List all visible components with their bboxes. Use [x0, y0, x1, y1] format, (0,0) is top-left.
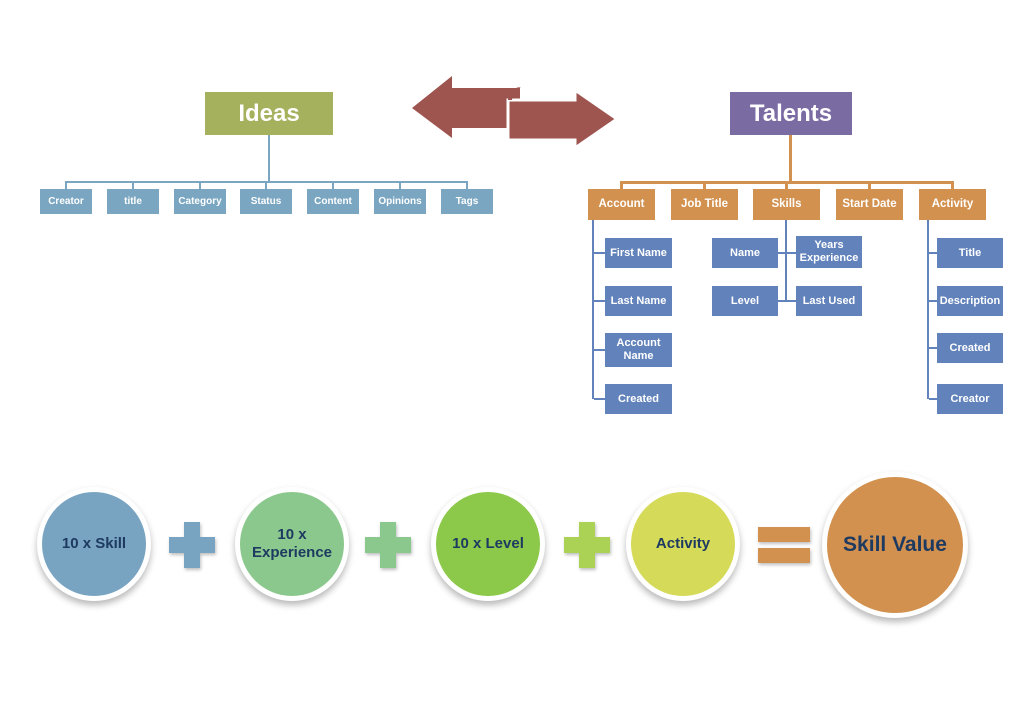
account-leaf-created: Created	[605, 384, 672, 414]
formula-term-level-circle: 10 x Level	[431, 487, 545, 601]
ideas-field-status: Status	[240, 189, 292, 214]
equals-icon	[758, 527, 810, 563]
skills-leaf-last-used: Last Used	[796, 286, 862, 316]
ideas-stub-line	[65, 183, 67, 189]
account-leaf-last-name: Last Name	[605, 286, 672, 316]
skills-stub-line	[778, 300, 786, 302]
ideas-field-title: title	[107, 189, 159, 214]
formula-term-label: 10 x Level	[452, 535, 524, 552]
formula-result-circle: Skill Value	[822, 472, 968, 618]
account-stub-line	[594, 349, 605, 351]
activity-leaf-creator: Creator	[937, 384, 1003, 414]
skills-stub-line	[787, 300, 796, 302]
activity-stub-line	[929, 300, 937, 302]
formula-term-activity-circle: Activity	[626, 487, 740, 601]
ideas-root-box: Ideas	[205, 92, 333, 135]
talents-branch-job-title: Job Title	[671, 189, 738, 220]
ideas-stub-line	[132, 183, 134, 189]
ideas-stub-line	[466, 183, 468, 189]
ideas-field-tags: Tags	[441, 189, 493, 214]
skills-leaf-level: Level	[712, 286, 778, 316]
account-vertical-line	[592, 220, 594, 399]
skills-leaf-name: Name	[712, 238, 778, 268]
talents-stub-line	[620, 184, 623, 189]
activity-stub-line	[929, 347, 937, 349]
ideas-stub-line	[399, 183, 401, 189]
talents-stem-line	[789, 135, 792, 181]
talents-stub-line	[785, 184, 788, 189]
formula-term-label: Activity	[655, 535, 711, 552]
account-leaf-first-name: First Name	[605, 238, 672, 268]
talents-branch-account: Account	[588, 189, 655, 220]
talents-branch-start-date: Start Date	[836, 189, 903, 220]
skills-leaf-years-experience: Years Experience	[796, 236, 862, 268]
ideas-field-content: Content	[307, 189, 359, 214]
skills-stub-line	[778, 252, 786, 254]
ideas-stem-line	[268, 135, 270, 182]
ideas-stub-line	[332, 183, 334, 189]
account-stub-line	[594, 398, 605, 400]
talents-stub-line	[868, 184, 871, 189]
formula-result-label: Skill Value	[843, 533, 947, 557]
ideas-field-opinions: Opinions	[374, 189, 426, 214]
exchange-arrow-icon	[412, 76, 620, 151]
activity-leaf-title: Title	[937, 238, 1003, 268]
talents-branch-skills: Skills	[753, 189, 820, 220]
formula-term-label: 10 x Experience	[251, 526, 333, 561]
talents-branch-activity: Activity	[919, 189, 986, 220]
ideas-field-creator: Creator	[40, 189, 92, 214]
plus-icon	[169, 522, 215, 568]
formula-term-experience-circle: 10 x Experience	[235, 487, 349, 601]
formula-term-skill-circle: 10 x Skill	[37, 487, 151, 601]
formula-term-label: 10 x Skill	[61, 535, 127, 552]
plus-icon	[564, 522, 610, 568]
ideas-stub-line	[199, 183, 201, 189]
account-stub-line	[594, 252, 605, 254]
ideas-field-category: Category	[174, 189, 226, 214]
account-stub-line	[594, 300, 605, 302]
activity-stub-line	[929, 398, 937, 400]
skills-stub-line	[787, 252, 796, 254]
talents-stub-line	[951, 184, 954, 189]
account-leaf-account-name: Account Name	[605, 333, 672, 367]
ideas-horizontal-line	[65, 181, 468, 183]
activity-vertical-line	[927, 220, 929, 399]
ideas-stub-line	[265, 183, 267, 189]
activity-leaf-created: Created	[937, 333, 1003, 363]
talents-horizontal-line	[620, 181, 954, 184]
activity-stub-line	[929, 252, 937, 254]
skills-vertical-line	[785, 220, 787, 302]
activity-leaf-description: Description	[937, 286, 1003, 316]
talents-stub-line	[703, 184, 706, 189]
talents-root-box: Talents	[730, 92, 852, 135]
plus-icon	[365, 522, 411, 568]
